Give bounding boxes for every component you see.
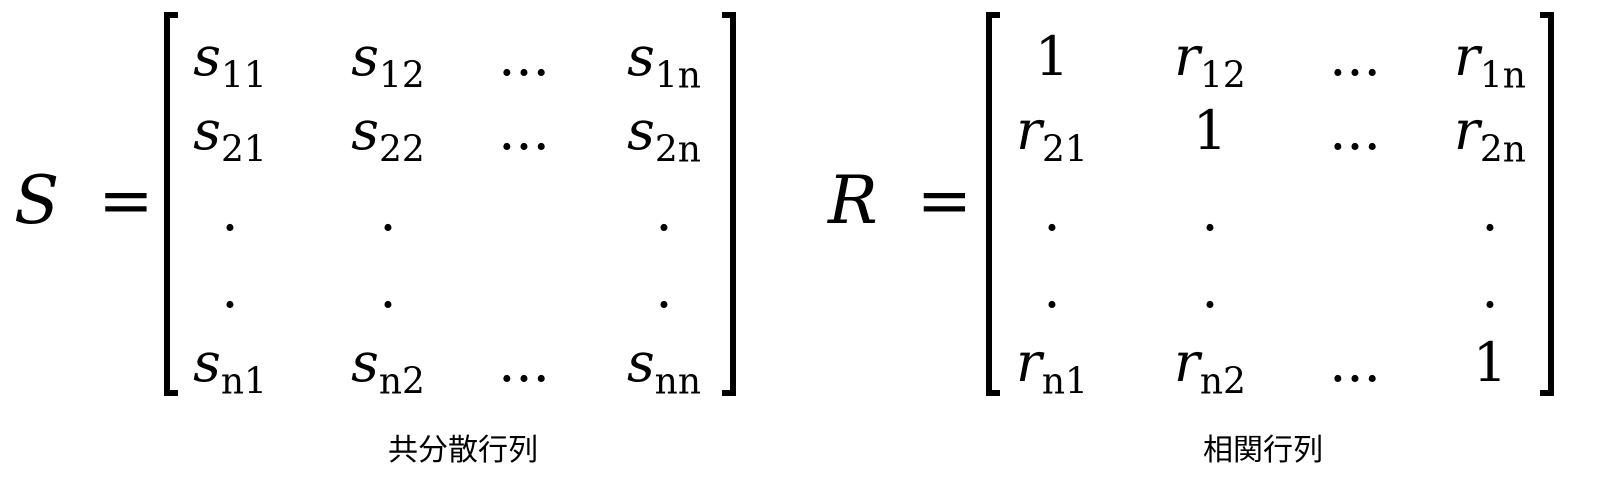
matrix-cell: . — [323, 185, 453, 239]
matrix-cell: . — [1145, 262, 1275, 316]
cell-base: . — [1481, 257, 1499, 320]
cell-base: s — [351, 99, 379, 162]
matrix-cell: r12 — [1145, 30, 1275, 95]
correlation-caption: 相関行列 — [1203, 433, 1323, 468]
cell-base: . — [1043, 180, 1061, 243]
matrix-cell: . — [599, 262, 729, 316]
matrix-cell: ... — [1290, 104, 1420, 158]
matrix-cell: 1 — [1425, 336, 1555, 390]
cell-subscript: 2n — [1479, 129, 1526, 171]
cell-subscript: 22 — [378, 129, 425, 171]
cell-subscript: n2 — [378, 361, 425, 403]
cell-base: . — [1201, 257, 1219, 320]
equals-sign: = — [916, 162, 972, 239]
cell-base: s — [626, 331, 655, 394]
matrix-cell: s22 — [323, 104, 453, 169]
right-bracket — [1540, 12, 1554, 396]
matrix-cell: . — [323, 262, 453, 316]
cell-base: . — [1481, 180, 1499, 243]
cell-subscript: 1n — [654, 55, 701, 97]
covariance-symbol: S — [14, 162, 60, 239]
matrix-cell: s11 — [165, 30, 295, 95]
cell-subscript: nn — [654, 361, 702, 403]
matrix-cell: r2n — [1425, 104, 1555, 169]
cell-base: . — [1043, 257, 1061, 320]
matrix-cell: . — [1425, 262, 1555, 316]
cell-base: 1 — [1472, 331, 1508, 394]
cell-base: s — [351, 25, 379, 88]
cell-base: . — [379, 257, 397, 320]
cell-base: ... — [498, 331, 550, 394]
matrix-cell: 1 — [1145, 104, 1275, 158]
matrix-cell: s21 — [165, 104, 295, 169]
matrix-cell: . — [987, 185, 1117, 239]
cell-base: 1 — [1192, 99, 1228, 162]
matrix-cell: 1 — [987, 30, 1117, 84]
cell-base: r — [1016, 99, 1042, 162]
matrix-cell: ... — [459, 30, 589, 84]
cell-base: ... — [1329, 331, 1381, 394]
cell-subscript: 21 — [220, 129, 267, 171]
cell-base: s — [193, 25, 221, 88]
matrix-cell: ... — [459, 336, 589, 390]
cell-subscript: n1 — [1041, 361, 1088, 403]
cell-base: . — [221, 257, 239, 320]
matrix-cell: . — [165, 185, 295, 239]
matrix-cell: s2n — [599, 104, 729, 169]
cell-base: ... — [498, 99, 550, 162]
cell-subscript: 1n — [1479, 55, 1526, 97]
cell-base: 1 — [1034, 25, 1070, 88]
cell-base: s — [627, 99, 655, 162]
matrix-cell: . — [1425, 185, 1555, 239]
correlation-lhs: R = — [828, 168, 972, 234]
cell-subscript: n1 — [220, 361, 267, 403]
matrix-cell: ... — [1290, 30, 1420, 84]
matrix-cell: . — [599, 185, 729, 239]
matrix-cell: rn1 — [987, 336, 1117, 401]
cell-base: s — [193, 331, 221, 394]
cell-subscript: 12 — [1200, 55, 1246, 97]
cell-base: . — [655, 180, 673, 243]
cell-base: ... — [1329, 25, 1381, 88]
matrix-cell: sn1 — [165, 336, 295, 401]
matrix-cell: sn2 — [323, 336, 453, 401]
cell-base: r — [1174, 331, 1200, 394]
equals-sign: = — [98, 162, 154, 239]
cell-subscript: 21 — [1042, 129, 1088, 171]
cell-base: . — [1201, 180, 1219, 243]
matrix-cell: . — [987, 262, 1117, 316]
cell-base: . — [379, 180, 397, 243]
cell-base: s — [351, 331, 379, 394]
covariance-caption: 共分散行列 — [388, 433, 538, 468]
cell-subscript: 12 — [378, 55, 425, 97]
cell-base: r — [1174, 25, 1200, 88]
covariance-lhs: S = — [14, 168, 154, 234]
matrix-cell: r21 — [987, 104, 1117, 169]
cell-base: s — [193, 99, 221, 162]
matrix-cell: r1n — [1425, 30, 1555, 95]
matrix-cell: . — [165, 262, 295, 316]
cell-base: ... — [1329, 99, 1381, 162]
right-bracket — [722, 12, 736, 396]
cell-base: s — [627, 25, 655, 88]
matrix-cell: s12 — [323, 30, 453, 95]
matrix-cell: ... — [1290, 336, 1420, 390]
cell-base: r — [1454, 99, 1480, 162]
matrix-cell: snn — [599, 336, 729, 401]
matrix-cell: . — [1145, 185, 1275, 239]
cell-base: . — [655, 257, 673, 320]
left-bracket — [164, 12, 178, 396]
cell-subscript: 2n — [654, 129, 701, 171]
cell-subscript: 11 — [220, 55, 267, 97]
matrix-cell: s1n — [599, 30, 729, 95]
cell-base: . — [221, 180, 239, 243]
correlation-symbol: R — [828, 162, 878, 239]
cell-base: r — [1454, 25, 1480, 88]
matrix-cell: rn2 — [1145, 336, 1275, 401]
matrix-cell: ... — [459, 104, 589, 158]
cell-base: ... — [498, 25, 550, 88]
left-bracket — [986, 12, 1000, 396]
cell-subscript: n2 — [1199, 361, 1246, 403]
cell-base: r — [1016, 331, 1042, 394]
